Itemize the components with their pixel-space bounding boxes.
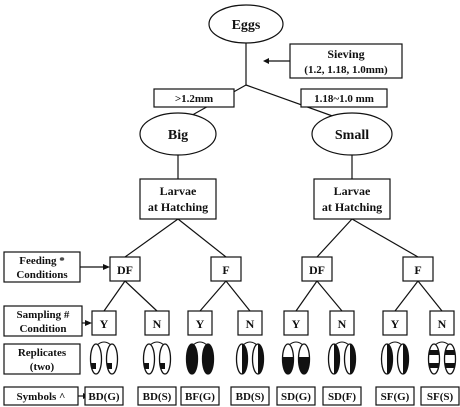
feeding-arrowhead xyxy=(103,264,110,270)
replicate-pair xyxy=(427,341,457,375)
big-larvae-line2: at Hatching xyxy=(148,200,208,214)
replicate-pair xyxy=(185,341,215,375)
symbol-box xyxy=(276,386,316,406)
replicates-row-label-box xyxy=(3,343,81,375)
sampling-arrowhead xyxy=(85,320,92,326)
small-label: Small xyxy=(335,128,369,143)
symbol-label: SD(G) xyxy=(281,391,311,403)
replicate-pair xyxy=(235,341,265,375)
replicate-oval xyxy=(142,343,156,375)
symbol-label: BF(G) xyxy=(185,391,215,403)
replicate-pair xyxy=(142,341,172,375)
replicate-oval xyxy=(380,343,394,375)
sampling-node-label: Y xyxy=(391,317,400,331)
symbol-label: BD(G) xyxy=(88,391,120,403)
replicate-oval xyxy=(281,343,295,375)
sieving-sizes: (1.2, 1.18, 1.0mm) xyxy=(304,64,388,76)
big-size-label: >1.2mm xyxy=(175,93,213,105)
sampling-row-label-line1: Sampling # xyxy=(17,309,70,321)
symbol-box xyxy=(230,386,270,406)
symbol-boxes: BD(G) BD(S) BF(G) BD(S) SD(G) SD(F) SF(G… xyxy=(84,386,460,406)
sampling-node-label: Y xyxy=(100,317,109,331)
feeding-row-label-line2: Conditions xyxy=(16,269,68,281)
replicate-oval xyxy=(158,343,172,375)
sampling-nodes: Y N Y N Y N Y N xyxy=(91,310,455,336)
replicate-pair xyxy=(327,341,357,375)
symbols-row-label: Symbols ^ xyxy=(17,391,66,403)
symbol-label: SF(G) xyxy=(381,391,410,403)
replicate-pair xyxy=(281,341,311,375)
symbol-label: SD(F) xyxy=(328,391,356,403)
big-label: Big xyxy=(168,128,188,143)
symbol-box xyxy=(84,386,124,406)
sampling-node-label: N xyxy=(246,317,255,331)
big-larvae-box xyxy=(139,178,217,220)
replicate-oval xyxy=(343,343,357,375)
replicate-oval xyxy=(89,343,103,375)
feeding-node xyxy=(210,256,242,282)
small-size-box xyxy=(300,88,388,108)
sampling-node-label: Y xyxy=(196,317,205,331)
sampling-node xyxy=(283,310,309,336)
replicate-oval xyxy=(427,343,441,375)
small-larvae-box xyxy=(313,178,391,220)
symbol-label: BD(S) xyxy=(143,391,172,403)
feeding-node-label: DF xyxy=(309,263,325,277)
sampling-node-label: N xyxy=(438,317,447,331)
sampling-row-label-line2: Condition xyxy=(19,323,66,335)
replicate-oval xyxy=(201,343,215,375)
replicate-pair xyxy=(380,341,410,375)
replicate-oval xyxy=(327,343,341,375)
sampling-node xyxy=(329,310,355,336)
sampling-row-label-box xyxy=(3,305,83,337)
sampling-node xyxy=(187,310,213,336)
sieving-arrowhead xyxy=(263,58,269,64)
feeding-node-label: DF xyxy=(117,263,133,277)
symbol-label: BD(S) xyxy=(236,391,265,403)
sampling-node xyxy=(144,310,170,336)
replicate-oval xyxy=(235,343,249,375)
small-size-label: 1.18~1.0 mm xyxy=(314,93,374,105)
sampling-node xyxy=(429,310,455,336)
small-larvae-line1: Larvae xyxy=(334,184,371,198)
replicate-oval xyxy=(443,343,457,375)
replicate-ovals xyxy=(89,341,457,375)
eggs-label: Eggs xyxy=(232,18,261,33)
small-larvae-line2: at Hatching xyxy=(322,200,382,214)
sieving-box xyxy=(289,43,403,79)
feeding-row-label-line1: Feeding * xyxy=(19,255,65,267)
sampling-node-label: N xyxy=(153,317,162,331)
replicate-pair xyxy=(89,341,119,375)
sampling-node xyxy=(91,310,117,336)
feeding-row-label-box xyxy=(3,251,81,283)
replicates-row-label-line1: Replicates xyxy=(18,347,67,359)
symbol-box xyxy=(375,386,415,406)
sampling-node-label: Y xyxy=(292,317,301,331)
replicates-row-label-line2: (two) xyxy=(30,361,55,373)
sieving-label: Sieving xyxy=(327,47,364,61)
symbol-box xyxy=(180,386,220,406)
replicate-oval xyxy=(185,343,199,375)
big-larvae-line1: Larvae xyxy=(160,184,197,198)
sampling-node xyxy=(237,310,263,336)
sampling-node-label: N xyxy=(338,317,347,331)
feeding-node xyxy=(109,256,141,282)
feeding-node-label: F xyxy=(222,263,229,277)
feeding-nodes: DF F DF F xyxy=(109,256,434,282)
symbol-box xyxy=(420,386,460,406)
big-size-box xyxy=(153,88,235,108)
symbol-label: SF(S) xyxy=(427,391,454,403)
replicate-oval xyxy=(396,343,410,375)
feeding-node xyxy=(402,256,434,282)
symbol-box xyxy=(137,386,177,406)
replicate-oval xyxy=(251,343,265,375)
feeding-node-label: F xyxy=(414,263,421,277)
sampling-node xyxy=(382,310,408,336)
symbol-box xyxy=(322,386,362,406)
replicate-oval xyxy=(105,343,119,375)
replicate-oval xyxy=(297,343,311,375)
